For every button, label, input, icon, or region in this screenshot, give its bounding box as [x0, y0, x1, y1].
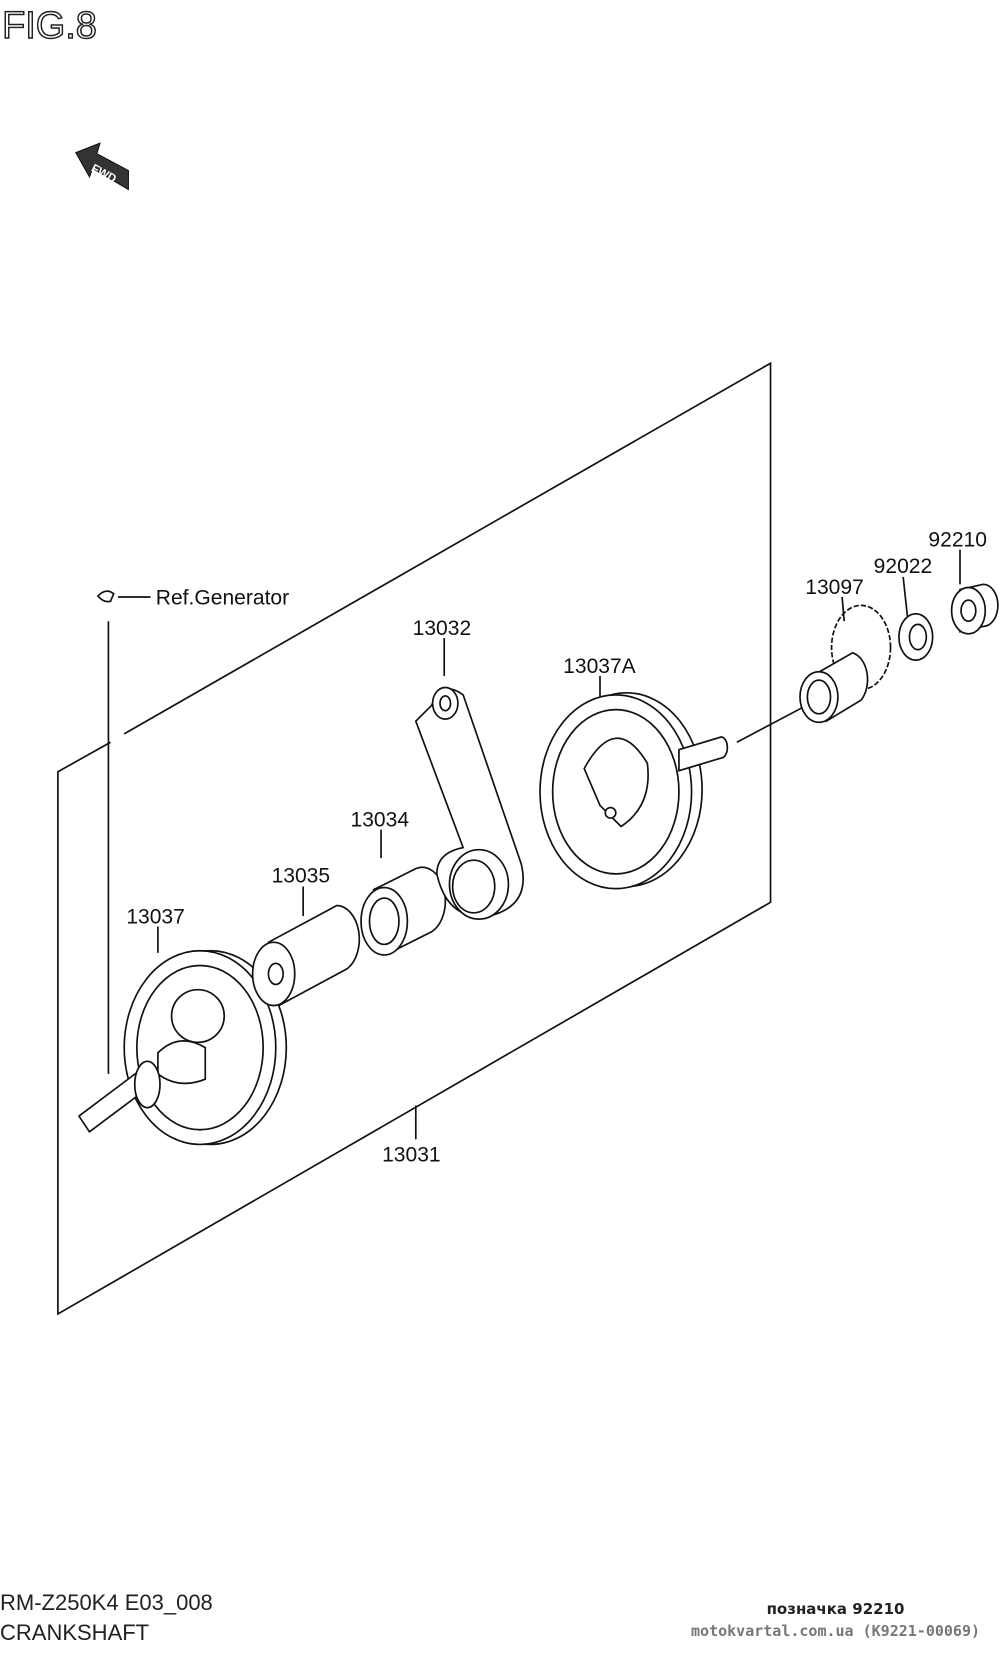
figure-title: FIG.8 — [2, 5, 97, 47]
assembly-frame — [57, 361, 772, 1316]
label-13097: 13097 — [805, 576, 864, 599]
label-13035: 13035 — [272, 864, 331, 887]
key-icon — [96, 590, 115, 603]
part-13037-flywheel — [77, 949, 288, 1146]
footer-caption: RM-Z250K4 E03_008 CRANKSHAFT — [0, 1588, 213, 1648]
label-13034: 13034 — [351, 808, 410, 831]
label-13037: 13037 — [126, 905, 185, 928]
label-92210: 92210 — [928, 528, 987, 551]
part-92210-nut — [950, 583, 999, 635]
part-92022-washer — [898, 612, 934, 661]
crankshaft-spline — [678, 702, 811, 772]
source-link[interactable]: motokvartal.com.ua (K9221-00069) — [691, 1622, 980, 1640]
part-reference: позначка 92210 — [766, 1600, 905, 1618]
part-13037a-flywheel — [539, 691, 703, 890]
section-name: CRANKSHAFT — [0, 1620, 150, 1645]
part-13032-connecting-rod — [414, 686, 524, 920]
part-13035-crank-pin — [251, 904, 361, 1007]
label-ref-generator: Ref.Generator — [156, 586, 289, 609]
label-13032: 13032 — [413, 617, 472, 640]
model-code: RM-Z250K4 E03_008 — [0, 1590, 213, 1615]
label-92022: 92022 — [874, 555, 933, 578]
part-13097-gear — [799, 604, 892, 724]
label-13037a: 13037A — [563, 655, 636, 678]
part-13034-bearing — [360, 866, 447, 956]
fwd-arrow-icon: FWD — [75, 142, 129, 191]
label-13031: 13031 — [382, 1143, 441, 1166]
source-watermark: позначка 92210 motokvartal.com.ua (K9221… — [691, 1598, 980, 1642]
